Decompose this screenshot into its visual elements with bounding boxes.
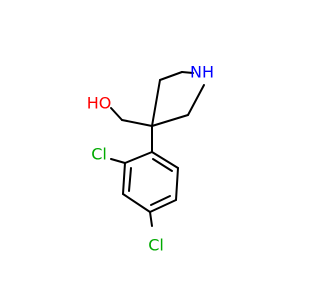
bond-ar2-ar3 [122,162,126,195]
bond-n1-c2 [187,84,205,116]
bond-ar6-ar1 [151,151,179,169]
bond-c5-n1 [181,71,194,74]
bond-ar1-ar2 [124,151,153,164]
hydroxymethyl-group [110,107,153,127]
chlorine-ortho-label: Cl [91,145,107,164]
bond-ar2-cl [110,158,126,164]
amine-label: NH [190,63,214,82]
bond-c2-c3 [151,114,189,127]
bond-c3-ch2 [121,119,153,127]
phenyl-ring [122,151,179,213]
bond-ar3-ar4 [122,193,151,213]
bond-c4-c5 [159,71,183,81]
chlorine-para-label: Cl [148,236,164,255]
double-bond-ar6-ar1 [152,158,173,172]
bond-ar5-ar6 [175,167,179,201]
molecule-canvas: HO NH Cl Cl [87,63,214,255]
bond-ch2-o [110,107,123,121]
hydroxyl-label: HO [87,94,112,113]
double-bond-ar4-ar5 [150,195,171,206]
bond-c3-c4 [151,79,161,127]
double-bond-ar2-ar3 [128,167,132,192]
pyrrolidine-ring [151,71,205,127]
structure-drawing: HO NH Cl Cl [87,63,214,255]
bond-ar4-cl [149,211,153,227]
bond-ar4-ar5 [149,199,177,213]
